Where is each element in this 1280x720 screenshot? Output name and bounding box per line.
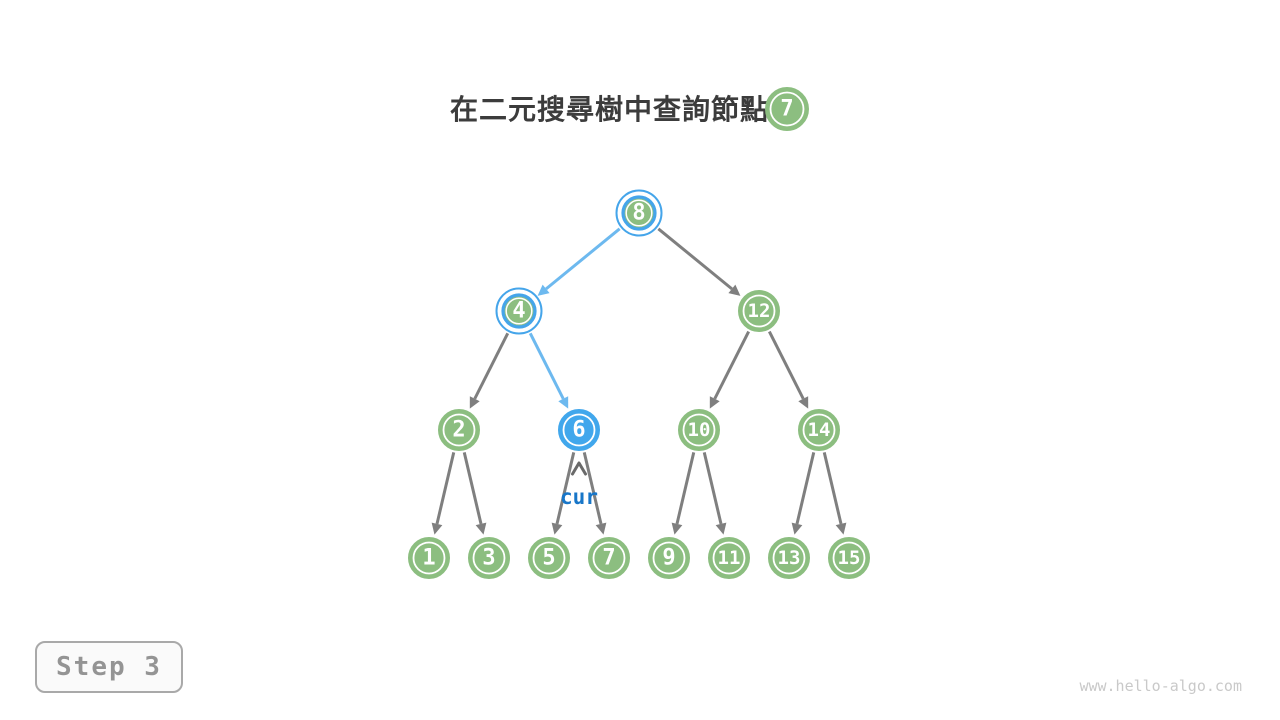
arrowhead-icon (671, 522, 683, 535)
edge-12-14 (768, 330, 809, 409)
edge-10-11 (702, 452, 727, 535)
figure-title: 在二元搜尋樹中查詢節點 (450, 94, 770, 125)
edge-12-10 (709, 330, 750, 409)
edge-14-15 (822, 452, 847, 535)
edge-4-2 (469, 332, 510, 409)
cur-pointer-label: cur (560, 485, 598, 509)
arrowhead-icon (469, 396, 480, 409)
node-value: 7 (602, 546, 615, 571)
node-value: 12 (748, 300, 771, 322)
edge-2-3 (462, 452, 487, 535)
arrowhead-icon (798, 396, 809, 409)
arrowhead-icon (835, 522, 847, 535)
arrowhead-icon (791, 522, 803, 535)
tree-node-13: 13 (768, 537, 810, 579)
tree-node-1: 1 (408, 537, 450, 579)
tree-node-14: 14 (798, 409, 840, 451)
step-badge: Step 3 (35, 641, 183, 693)
node-value: 2 (452, 418, 465, 443)
edge-2-1 (431, 452, 456, 535)
node-value: 15 (838, 547, 861, 569)
tree-node-4: 4 (495, 287, 543, 335)
node-value: 3 (482, 546, 495, 571)
edge-8-12 (657, 227, 741, 296)
arrowhead-icon (551, 522, 563, 535)
cur-pointer: cur (560, 461, 598, 509)
tree-node-9: 9 (648, 537, 690, 579)
tree-node-15: 15 (828, 537, 870, 579)
arrowhead-icon (728, 284, 741, 296)
node-value: 1 (422, 546, 435, 571)
tree-node-11: 11 (708, 537, 750, 579)
edge-8-4 (537, 227, 621, 296)
node-value: 4 (512, 299, 525, 324)
tree-node-10: 10 (678, 409, 720, 451)
arrowhead-icon (537, 284, 550, 296)
edge-6-5 (551, 452, 576, 535)
edge-4-6 (528, 332, 569, 409)
node-value: 9 (662, 546, 675, 571)
node-value: 11 (718, 547, 741, 569)
tree-node-3: 3 (468, 537, 510, 579)
arrowhead-icon (475, 522, 487, 535)
watermark-text: www.hello-algo.com (1079, 677, 1242, 695)
tree-node-8: 8 (615, 189, 663, 237)
caret-up-icon (571, 461, 587, 476)
tree-node-2: 2 (438, 409, 480, 451)
node-value: 6 (572, 418, 585, 443)
arrowhead-icon (595, 522, 607, 535)
tree-node-target-badge: 7 (765, 87, 809, 131)
step-badge-label: Step 3 (56, 652, 162, 682)
node-value: 13 (778, 547, 801, 569)
node-value: 8 (632, 201, 645, 226)
node-value: 10 (688, 419, 711, 441)
edge-14-13 (791, 452, 816, 535)
arrowhead-icon (558, 396, 569, 409)
tree-node-7: 7 (588, 537, 630, 579)
node-value: 5 (542, 546, 555, 571)
node-value: 7 (780, 97, 793, 122)
arrowhead-icon (715, 522, 727, 535)
tree-node-6: 6 (558, 409, 600, 451)
tree-node-5: 5 (528, 537, 570, 579)
node-value: 14 (808, 419, 831, 441)
edge-10-9 (671, 452, 696, 535)
tree-node-12: 12 (738, 290, 780, 332)
arrowhead-icon (709, 396, 720, 409)
edge-6-7 (582, 452, 607, 535)
arrowhead-icon (431, 522, 443, 535)
